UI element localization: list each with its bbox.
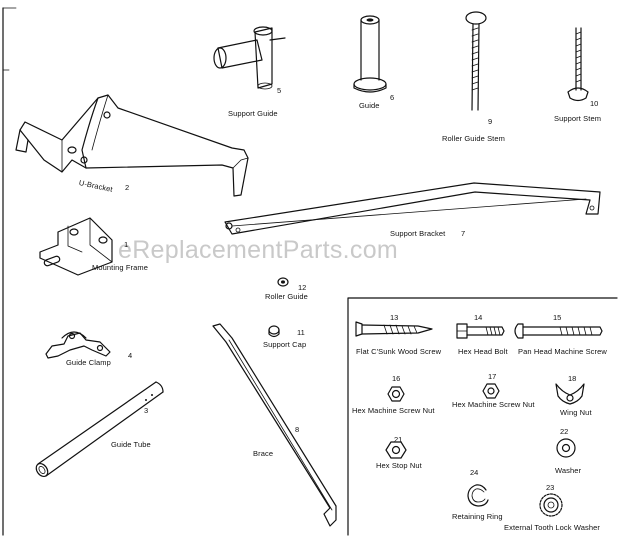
pan-head-screw-part	[514, 323, 603, 339]
part-number-6: 6	[390, 93, 395, 102]
part-number-5: 5	[277, 86, 282, 95]
label-support-bracket: Support Bracket	[390, 229, 446, 238]
label-brace: Brace	[253, 449, 274, 458]
part-number-4: 4	[128, 351, 133, 360]
retaining-ring-part	[467, 484, 489, 507]
label-support-guide: Support Guide	[228, 109, 278, 118]
part-number-7: 7	[461, 229, 466, 238]
part-number-15: 15	[553, 313, 562, 322]
watermark-text: eReplacementParts.com	[118, 236, 399, 264]
part-number-13: 13	[390, 313, 399, 322]
part-number-2: 2	[125, 183, 130, 192]
part-number-3: 3	[144, 406, 149, 415]
hex-nut-16-part	[387, 386, 405, 402]
label-washer: Washer	[555, 466, 582, 475]
label-wing-nut: Wing Nut	[560, 408, 592, 417]
label-retaining-ring: Retaining Ring	[452, 512, 503, 521]
part-number-11: 11	[297, 328, 305, 337]
guide-part	[353, 15, 387, 93]
u-bracket-part	[15, 94, 249, 197]
label-hex-head-bolt: Hex Head Bolt	[458, 347, 508, 356]
part-number-9: 9	[488, 117, 493, 126]
mounting-frame-part	[39, 217, 113, 276]
part-number-10: 10	[590, 99, 599, 108]
label-support-cap: Support Cap	[263, 340, 307, 349]
part-number-16: 16	[392, 374, 401, 383]
wood-screw-part	[355, 321, 433, 337]
label-support-stem: Support Stem	[554, 114, 602, 123]
support-stem-part	[567, 27, 589, 102]
label-hex-machine-screw-nut-17: Hex Machine Screw Nut	[452, 400, 535, 409]
part-number-8: 8	[295, 425, 300, 434]
hex-head-bolt-part	[456, 323, 505, 339]
lock-washer-part	[539, 493, 563, 517]
label-mounting-frame: Mounting Frame	[92, 263, 149, 272]
hex-stop-nut-part	[385, 441, 407, 459]
roller-guide-part	[277, 277, 289, 287]
part-number-14: 14	[474, 313, 483, 322]
roller-guide-stem-part	[465, 11, 487, 111]
hex-nut-17-part	[482, 383, 500, 399]
support-bracket-part	[224, 182, 601, 235]
part-number-24: 24	[470, 468, 479, 477]
label-guide-clamp: Guide Clamp	[66, 358, 111, 367]
label-roller-guide: Roller Guide	[265, 292, 308, 301]
part-number-12: 12	[298, 283, 307, 292]
guide-tube-part	[35, 381, 164, 478]
part-number-17: 17	[488, 372, 497, 381]
part-number-23: 23	[546, 483, 555, 492]
guide-clamp-part	[45, 331, 111, 359]
label-roller-guide-stem: Roller Guide Stem	[442, 134, 505, 143]
support-guide-part	[213, 26, 286, 90]
label-flat-csunk-wood-screw: Flat C'Sunk Wood Screw	[356, 347, 442, 356]
label-hex-stop-nut: Hex Stop Nut	[376, 461, 422, 470]
washer-part	[556, 438, 576, 458]
part-number-1: 1	[124, 240, 129, 249]
part-number-21: 21	[394, 435, 403, 444]
label-external-tooth-lock-washer: External Tooth Lock Washer	[504, 523, 600, 532]
part-number-22: 22	[560, 427, 569, 436]
label-hex-machine-screw-nut-16: Hex Machine Screw Nut	[352, 406, 435, 415]
part-number-18: 18	[568, 374, 577, 383]
label-guide-tube: Guide Tube	[111, 440, 151, 449]
brace-part	[212, 323, 337, 527]
label-pan-head-machine-screw: Pan Head Machine Screw	[518, 347, 607, 356]
support-cap-part	[268, 325, 280, 338]
label-guide: Guide	[359, 101, 380, 110]
hardware-box	[347, 297, 618, 536]
wing-nut-part	[555, 383, 585, 405]
